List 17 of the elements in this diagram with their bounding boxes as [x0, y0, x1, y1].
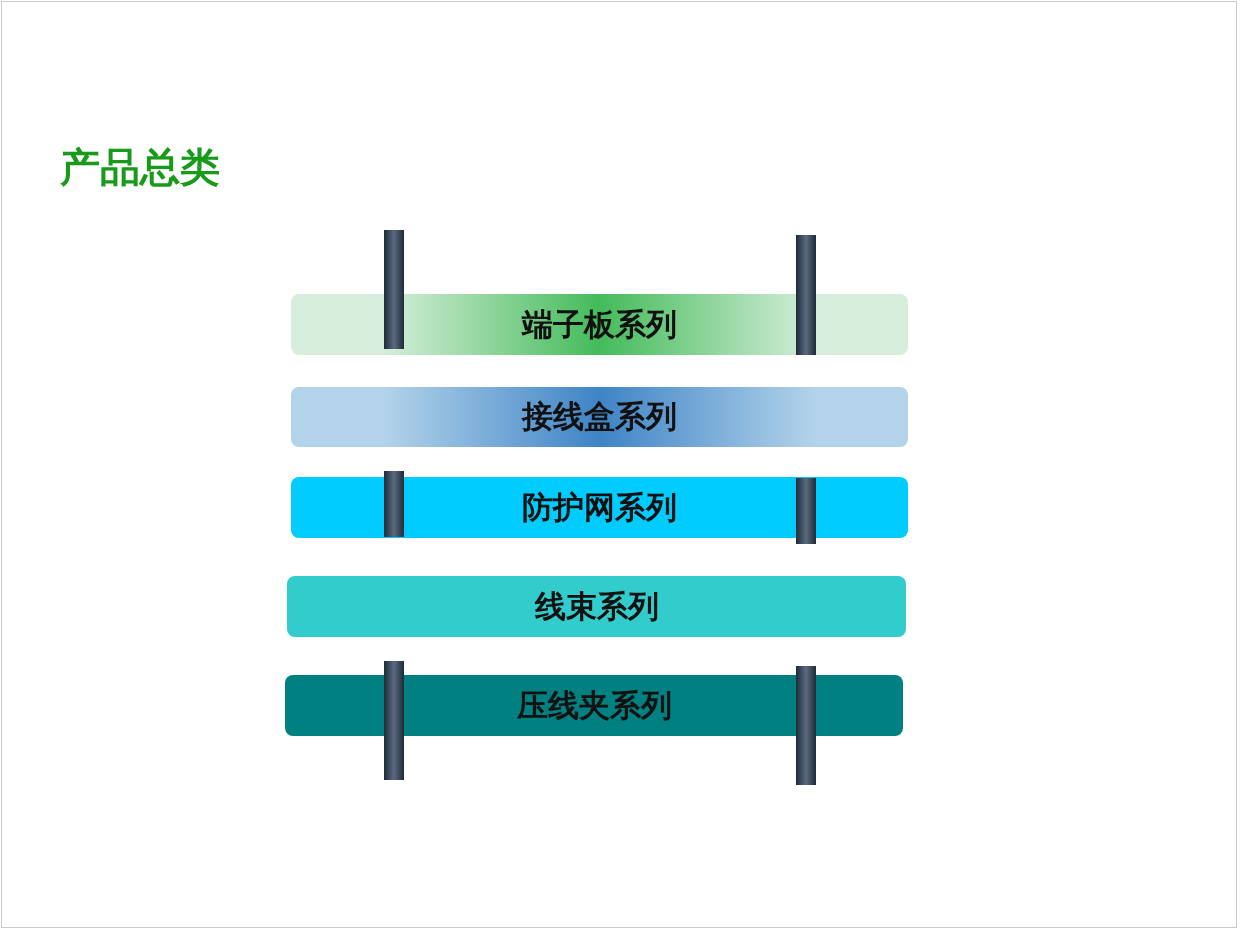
- band-label: 接线盒系列: [522, 397, 677, 436]
- category-band: [291, 294, 908, 355]
- vertical-post: [384, 230, 404, 349]
- vertical-post: [384, 661, 404, 780]
- vertical-post: [796, 666, 816, 785]
- title: 产品总类: [60, 143, 220, 192]
- band-label: 压线夹系列: [516, 685, 672, 725]
- vertical-post: [796, 235, 816, 355]
- category-band: [291, 477, 908, 538]
- vertical-post: [796, 478, 816, 544]
- band-label: 防护网系列: [522, 487, 677, 527]
- vertical-post: [384, 471, 404, 537]
- category-band: [287, 576, 906, 637]
- band-label: 端子板系列: [522, 304, 677, 344]
- category-band: [285, 675, 903, 736]
- category-band: [291, 387, 908, 447]
- band-label: 线束系列: [534, 586, 659, 626]
